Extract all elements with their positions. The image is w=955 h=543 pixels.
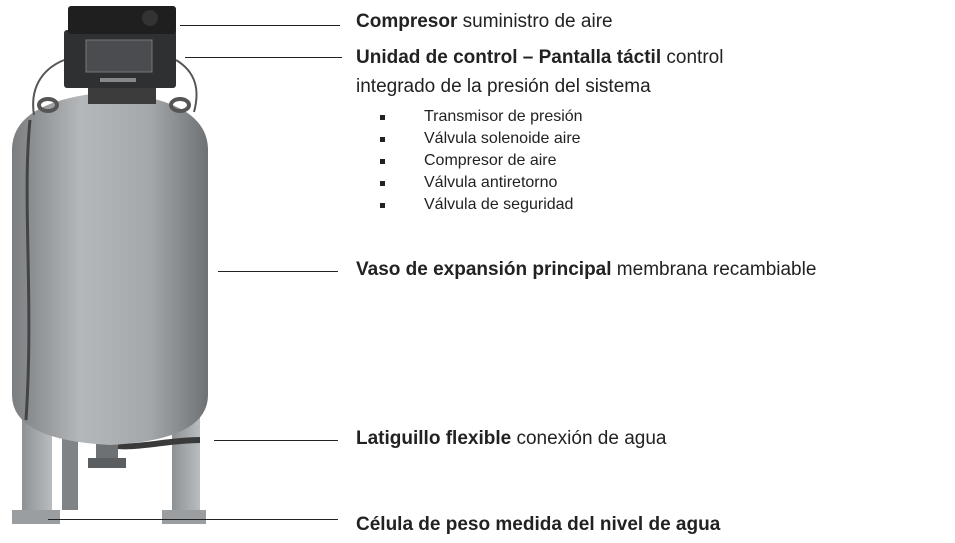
- leader-line: [185, 57, 342, 58]
- leader-line: [180, 25, 340, 26]
- list-item: Válvula antiretorno: [376, 172, 583, 194]
- list-item: Compresor de aire: [376, 150, 583, 172]
- expansion-tank-image: [12, 6, 208, 524]
- vessel-body: [12, 92, 208, 445]
- leader-line: [218, 271, 338, 272]
- list-item: Válvula solenoide aire: [376, 128, 583, 150]
- label-celula-peso: Célula de peso medida del nivel de agua: [356, 514, 721, 535]
- touch-screen: [85, 39, 153, 73]
- leader-line: [48, 519, 338, 520]
- compressor: [68, 6, 176, 34]
- label-unidad-control-continuation: integrado de la presión del sistema: [356, 76, 651, 97]
- list-item: Válvula de seguridad: [376, 194, 583, 216]
- leader-line: [214, 440, 338, 441]
- label-compresor: Compresor suministro de aire: [356, 11, 613, 32]
- label-unidad-control: Unidad de control – Pantalla táctil cont…: [356, 47, 724, 68]
- label-vaso-expansion: Vaso de expansión principal membrana rec…: [356, 259, 817, 280]
- label-latiguillo: Latiguillo flexible conexión de agua: [356, 428, 667, 449]
- control-components-list: Transmisor de presión Válvula solenoide …: [376, 106, 583, 216]
- list-item: Transmisor de presión: [376, 106, 583, 128]
